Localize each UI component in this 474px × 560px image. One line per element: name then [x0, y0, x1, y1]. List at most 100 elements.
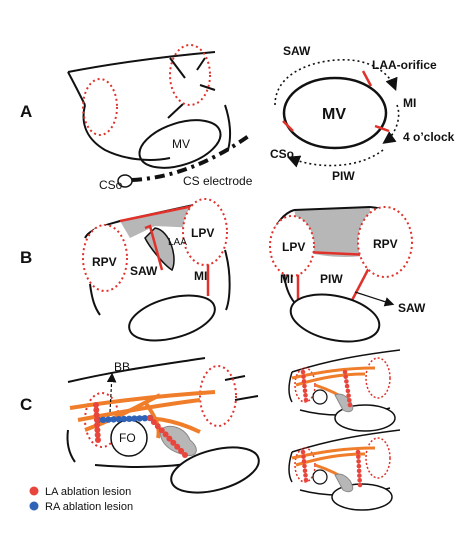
ring-mi-label: MI — [403, 96, 416, 110]
b-right-saw-label: SAW — [398, 301, 426, 315]
b-left-saw-label: SAW — [130, 264, 158, 278]
mi-arc-arrow — [382, 104, 400, 144]
roof-line-left — [119, 203, 199, 223]
la-lesion-dot — [170, 439, 177, 446]
b-right-piw-label: PIW — [320, 272, 343, 286]
ring-laa-orifice-label: LAA-orifice — [372, 58, 437, 72]
la-lesion-dot — [174, 443, 181, 450]
vein-stub — [169, 57, 186, 79]
panel-a-letter: A — [20, 102, 32, 121]
la-lesion-dot — [301, 454, 306, 460]
la-lesion-dot — [166, 435, 173, 442]
la-lesion-dot — [344, 383, 350, 389]
ra-lesion-dot — [126, 415, 133, 422]
la-lesion-dot — [150, 419, 157, 426]
bb-arrow — [106, 372, 117, 413]
la-lesion-dot — [302, 388, 308, 394]
saw-arrow-b — [354, 291, 395, 307]
atrium-top-outline — [67, 51, 216, 73]
rpv-ring-a — [82, 78, 118, 136]
la-lesion-dot — [301, 379, 307, 384]
mitral-valve-a — [138, 119, 222, 169]
legend-la-swatch — [29, 486, 39, 496]
bb-fiber-1 — [69, 390, 216, 410]
panel-b-letter: B — [20, 248, 32, 267]
cs-electrode-line — [131, 133, 252, 182]
la-lesion-dot — [357, 473, 362, 478]
panel-a-atrium — [67, 51, 232, 161]
la-lesion-dot — [357, 482, 363, 488]
b-left-laa-label: LAA — [168, 237, 187, 248]
four-oclock-mark — [374, 124, 390, 133]
lpv-ring-c — [199, 365, 237, 427]
ra-lesion-dot — [115, 416, 123, 423]
panel-c-inset-bottom — [288, 429, 401, 511]
ra-lesion-dot — [120, 415, 128, 423]
bb-fiber-2 — [77, 398, 201, 422]
la-lesion-dot — [356, 454, 361, 460]
ra-lesion-dot — [131, 415, 138, 422]
la-lesion-dot — [94, 432, 101, 438]
la-lesion-dot — [94, 422, 101, 428]
la-lesion-dot — [344, 379, 349, 384]
la-lesion-dot — [357, 478, 363, 483]
la-lesion-dot — [93, 417, 100, 423]
la-lesion-dot — [154, 423, 161, 430]
b-right-mi-label: MI — [280, 272, 293, 286]
mitral-valve-b-left — [128, 294, 216, 342]
legend: LA ablation lesion RA ablation lesion — [29, 486, 133, 513]
laa-orifice-mark — [361, 70, 373, 87]
la-lesion-dot — [347, 402, 353, 408]
la-lesion-dot — [347, 398, 352, 403]
la-lesion-dot — [302, 383, 307, 389]
rpv-ring-b-left — [82, 224, 128, 292]
la-lesion-dot — [94, 427, 101, 433]
mitral-valve-c — [170, 446, 260, 494]
anterior-line — [144, 224, 164, 271]
la-lesion-dot — [303, 393, 308, 398]
cso-mark — [282, 120, 294, 132]
la-lesion-dot — [346, 393, 351, 398]
la-lesion-dot — [158, 427, 165, 434]
saw-arc-arrow — [274, 59, 398, 106]
la-lesion-dot — [301, 459, 307, 464]
la-lesion-dot — [303, 473, 308, 478]
b-left-lpv-label: LPV — [191, 226, 214, 240]
b-left-rpv-label: RPV — [92, 255, 117, 269]
lpv-ring-b-right — [269, 215, 315, 277]
la-lesion-dot — [303, 397, 309, 403]
la-lesion-dot — [303, 477, 309, 483]
la-lesion-dot — [356, 459, 361, 464]
legend-la-label: LA ablation lesion — [45, 486, 131, 498]
piw-arc-arrow — [287, 149, 384, 168]
la-lesion-dot — [345, 388, 351, 394]
la-lesion-dot — [178, 447, 185, 454]
ra-lesion-dot — [141, 415, 148, 422]
la-lesion-dot — [342, 369, 348, 375]
lesion-dots-inset-bottom — [300, 449, 363, 488]
la-lesion-dot — [356, 463, 362, 469]
ra-lesion-dot — [110, 416, 117, 423]
lesion-dots-inset-top — [300, 369, 353, 408]
ra-lesion-dot — [100, 416, 107, 423]
cso-ring — [117, 174, 133, 188]
ra-lesion-dot — [136, 415, 143, 422]
la-lesion-dot — [182, 452, 188, 458]
mitral-valve-ring — [282, 76, 388, 150]
ring-piw-label: PIW — [332, 169, 355, 183]
mitral-valve-b-right — [289, 293, 381, 343]
bb-label: BB — [114, 360, 130, 374]
la-lesion-dot — [93, 407, 100, 413]
rpv-ring-b-right — [357, 206, 413, 278]
la-lesion-dot — [162, 431, 169, 438]
ring-mv-label: MV — [322, 106, 346, 123]
la-lesion-dot — [302, 468, 308, 474]
la-lesion-dot — [93, 402, 99, 408]
gray-lesion-c — [159, 425, 197, 457]
lesion-dots-main — [93, 402, 188, 458]
la-lesion-dot — [300, 369, 306, 375]
la-lesion-dot — [343, 374, 349, 380]
ra-lesion-dot — [105, 416, 112, 423]
